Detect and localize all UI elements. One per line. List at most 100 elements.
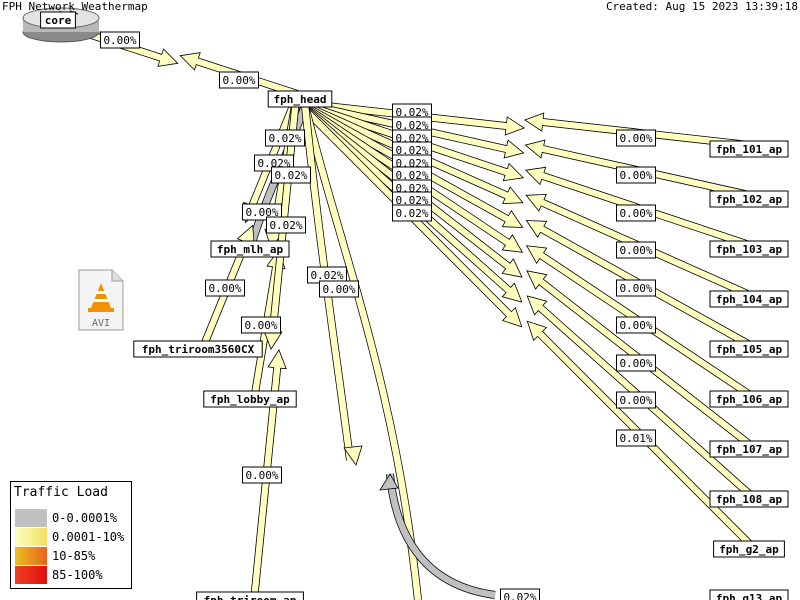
node-ap104[interactable]: fph_104_ap — [709, 290, 789, 308]
node-box — [709, 340, 789, 358]
link-value-text: 0.02% — [310, 269, 343, 282]
node-ap107[interactable]: fph_107_ap — [709, 440, 789, 458]
link-value-label: 0.00% — [241, 316, 281, 334]
node-lobby[interactable]: fph_lobby_ap — [203, 390, 297, 408]
link-value-text: 0.00% — [619, 207, 652, 220]
link-value-box — [616, 316, 656, 334]
link-value-box — [319, 280, 359, 298]
node-label: fph_101_ap — [716, 143, 783, 156]
link-value-text: 0.00% — [245, 206, 278, 219]
link-value-label: 0.02% — [392, 116, 432, 134]
link-labels-layer: 0.00%0.00%0.02%0.00%0.02%0.00%0.02%0.00%… — [100, 31, 656, 600]
link-value-label: 0.00% — [616, 129, 656, 147]
link-value-label: 0.00% — [319, 280, 359, 298]
link-value-text: 0.00% — [619, 357, 652, 370]
node-mlh[interactable]: fph_mlh_ap — [210, 240, 290, 258]
avi-file-icon: AVI — [78, 269, 124, 331]
node-label: fph_triroom3560CX — [142, 343, 255, 356]
node-box — [709, 140, 789, 158]
node-ap106[interactable]: fph_106_ap — [709, 390, 789, 408]
link-head-ap108[interactable] — [294, 98, 755, 500]
traffic-load-legend: Traffic Load 0-0.0001% 0.0001-10% 10-85%… — [10, 481, 132, 589]
link-value-text: 0.00% — [619, 244, 652, 257]
node-label: fph_106_ap — [716, 393, 783, 406]
link-value-text: 0.00% — [619, 394, 652, 407]
link-value-box — [266, 216, 306, 234]
link-value-text: 0.00% — [244, 319, 277, 332]
link-value-label: 0.00% — [616, 204, 656, 222]
link-value-label: 0.00% — [242, 203, 282, 221]
node-ap101[interactable]: fph_101_ap — [709, 140, 789, 158]
link-value-text: 0.02% — [395, 194, 428, 207]
link-value-text: 0.00% — [619, 282, 652, 295]
link-value-box — [616, 166, 656, 184]
link-value-text: 0.00% — [619, 319, 652, 332]
link-body — [386, 473, 496, 599]
node-label: fph_103_ap — [716, 243, 783, 256]
node-box — [40, 11, 76, 29]
link-value-text: 0.00% — [208, 282, 241, 295]
link-value-text: 0.00% — [222, 74, 255, 87]
node-triroom[interactable]: fph_triroom_ap — [196, 591, 304, 600]
link-value-box — [500, 588, 540, 600]
link-head-ap106[interactable] — [295, 98, 754, 400]
link-value-label: 0.02% — [392, 191, 432, 209]
link-value-label: 0.02% — [392, 204, 432, 222]
legend-swatch — [15, 509, 47, 527]
legend-title: Traffic Load — [14, 485, 108, 500]
node-apg2[interactable]: fph_g2_ap — [713, 540, 785, 558]
link-arrow-in — [379, 473, 399, 491]
node-core[interactable]: core — [40, 11, 76, 29]
link-value-box — [242, 466, 282, 484]
link-value-box — [392, 204, 432, 222]
node-label: fph_g2_ap — [719, 543, 779, 556]
link-value-label: 0.02% — [271, 166, 311, 184]
nodes-layer: core fph_head fph_101_ap fph_102_ap fph_103_… — [40, 11, 789, 600]
link-head-ap107[interactable] — [294, 98, 755, 450]
legend-swatch — [15, 566, 47, 584]
link-body — [301, 104, 354, 461]
link-value-label: 0.02% — [392, 103, 432, 121]
link-value-box — [205, 279, 245, 297]
node-box — [709, 490, 789, 508]
node-ap108[interactable]: fph_108_ap — [709, 490, 789, 508]
node-label: fph_105_ap — [716, 343, 783, 356]
legend-row: 85-100% — [15, 566, 131, 584]
node-triroom3560[interactable]: fph_triroom3560CX — [133, 340, 263, 358]
avi-file-label: AVI — [92, 318, 110, 329]
link-value-text: 0.02% — [395, 144, 428, 157]
link-value-label: 0.02% — [307, 266, 347, 284]
link-body — [301, 104, 422, 600]
node-box — [196, 591, 304, 600]
link-value-label: 0.00% — [616, 391, 656, 409]
node-ap105[interactable]: fph_105_ap — [709, 340, 789, 358]
node-label: core — [45, 14, 72, 27]
link-value-text: 0.02% — [268, 132, 301, 145]
node-ap102[interactable]: fph_102_ap — [709, 190, 789, 208]
node-label: fph_g13_ap — [716, 592, 783, 600]
link-value-box — [265, 129, 305, 147]
link-head-apg13[interactable] — [379, 473, 496, 599]
link-value-text: 0.02% — [395, 207, 428, 220]
link-value-box — [616, 204, 656, 222]
link-value-label: 0.00% — [616, 279, 656, 297]
node-label: fph_lobby_ap — [210, 393, 290, 406]
link-head-apg13[interactable] — [301, 104, 422, 600]
link-value-box — [271, 166, 311, 184]
node-box — [203, 390, 297, 408]
link-value-label: 0.00% — [100, 31, 140, 49]
link-value-box — [241, 316, 281, 334]
legend-row: 10-85% — [15, 547, 131, 565]
node-label: fph_head — [274, 93, 327, 106]
link-value-text: 0.02% — [395, 169, 428, 182]
node-label: fph_mlh_ap — [217, 243, 284, 256]
link-value-text: 0.00% — [619, 132, 652, 145]
link-value-label: 0.01% — [616, 429, 656, 447]
node-label: fph_102_ap — [716, 193, 783, 206]
link-head-ap104[interactable] — [296, 98, 753, 300]
node-head[interactable]: fph_head — [267, 90, 333, 108]
legend-row: 0-0.0001% — [15, 509, 131, 527]
link-value-label: 0.00% — [616, 241, 656, 259]
node-ap103[interactable]: fph_103_ap — [709, 240, 789, 258]
node-apg13[interactable]: fph_g13_ap — [709, 589, 789, 600]
